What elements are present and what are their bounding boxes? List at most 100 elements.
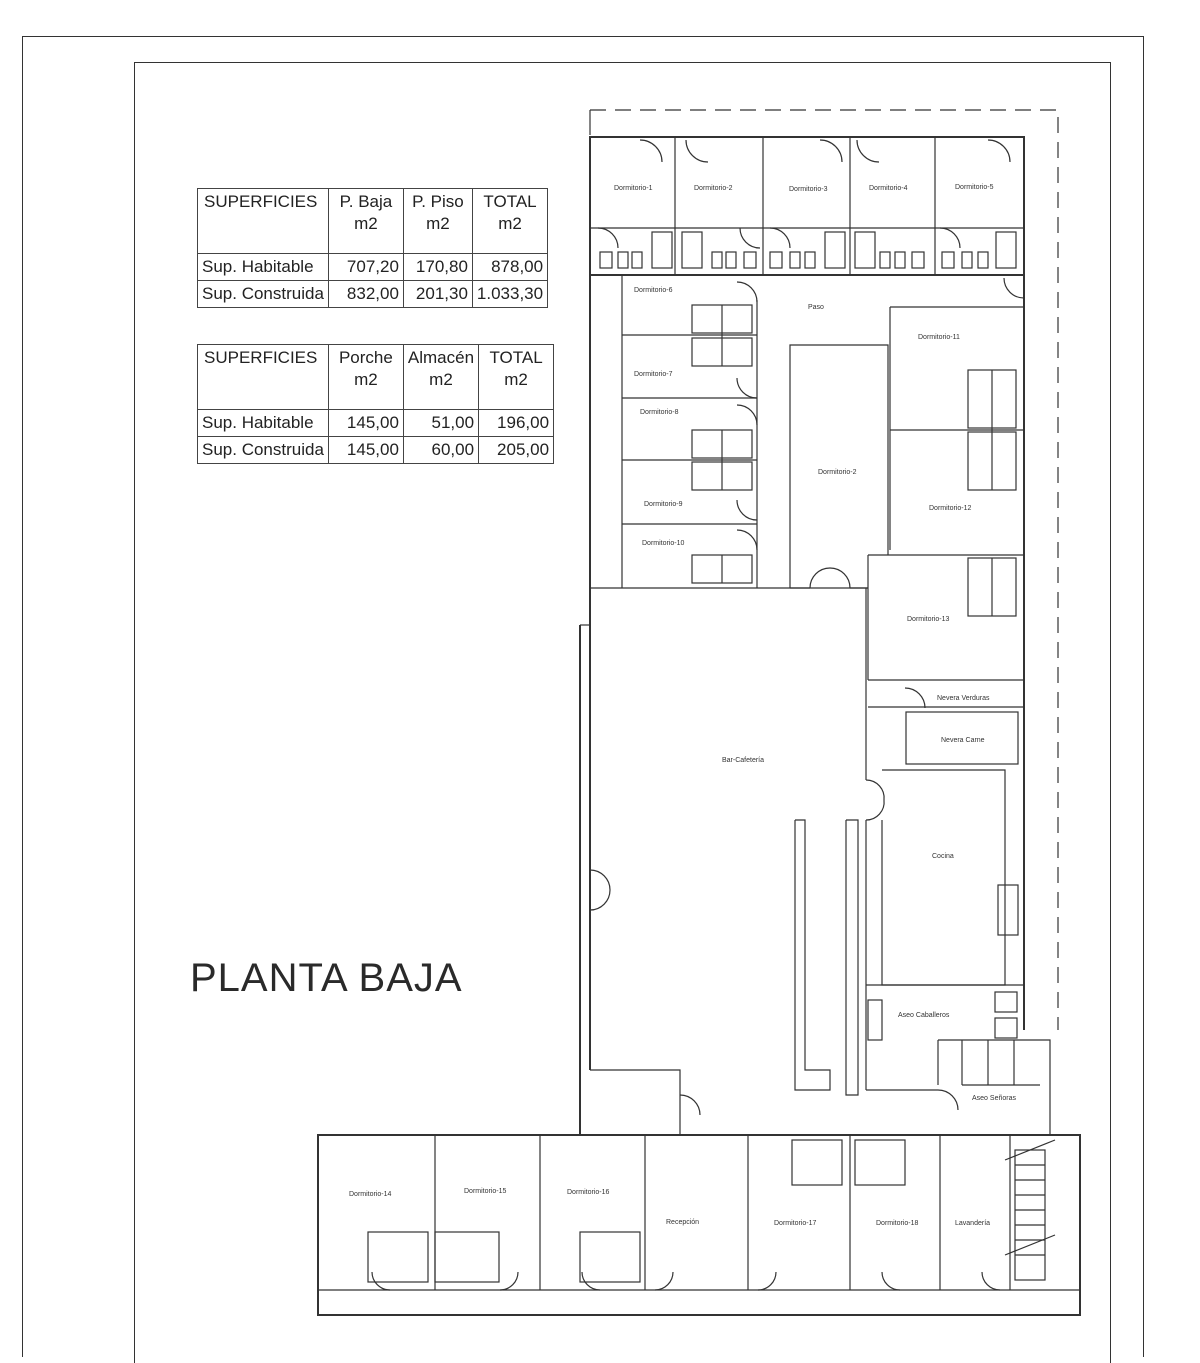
door-arc: [685, 139, 709, 163]
door-arc: [654, 1271, 674, 1291]
room-label: Dormitorio-13: [907, 616, 950, 623]
table-row: Sup. Construida 145,00 60,00 205,00: [197, 436, 555, 464]
room-label: Dormitorio-14: [349, 1191, 392, 1198]
room-label: Dormitorio-1: [614, 185, 653, 192]
cell-value: 145,00: [327, 409, 404, 437]
cell-value: 878,00: [471, 253, 549, 281]
fixture: [725, 251, 737, 269]
room-label: Dormitorio-8: [640, 409, 679, 416]
door-arc: [639, 139, 663, 163]
fixture: [617, 251, 629, 269]
room-label: Dormitorio-2: [818, 469, 857, 476]
wall: [938, 1039, 1051, 1135]
bath-block: [854, 1139, 906, 1186]
room-label: Dormitorio-15: [464, 1188, 507, 1195]
fixture: [997, 884, 1019, 936]
room-label: Cocina: [932, 853, 954, 860]
outer-frame: [22, 36, 1144, 1357]
fixture: [743, 251, 757, 269]
stair-break: [1004, 1139, 1056, 1161]
porch-outline: [590, 109, 1059, 1030]
fixture: [894, 251, 906, 269]
nevera-carne: [905, 711, 1019, 765]
door-arc: [757, 1271, 777, 1291]
cell-value: 51,00: [402, 409, 480, 437]
bar-counter: [845, 819, 859, 1096]
door-arc: [736, 404, 758, 426]
door-arc: [856, 139, 880, 163]
plan-title: PLANTA BAJA: [190, 956, 463, 1000]
door-arc: [939, 227, 961, 249]
door-arc: [597, 227, 619, 249]
cell-value: 170,80: [402, 253, 473, 281]
bath-block: [434, 1231, 500, 1283]
door-arc: [736, 377, 758, 399]
inner-frame: [134, 62, 1111, 1363]
room-label: Aseo Señoras: [972, 1095, 1016, 1102]
room-label: Dormitorio-16: [567, 1189, 610, 1196]
stairs: [1014, 1149, 1046, 1281]
wall: [789, 344, 889, 588]
cell-value: 1.033,30: [471, 280, 549, 308]
fixture: [879, 251, 891, 269]
bath-block: [367, 1231, 429, 1283]
room-label: Dormitorio-4: [869, 185, 908, 192]
room-label: Recepción: [666, 1219, 699, 1226]
fixture: [867, 999, 883, 1041]
door-arc: [679, 1094, 701, 1116]
wall-kitchen: [881, 769, 1006, 986]
room-label: Dormitorio-10: [642, 540, 685, 547]
room-label: Dormitorio-3: [789, 186, 828, 193]
room-label: Dormitorio-11: [918, 334, 960, 341]
header-text: SUPERFICIES: [204, 348, 318, 367]
room-label: Dormitorio-18: [876, 1220, 919, 1227]
wall-top-block: [589, 136, 1025, 276]
wall-bottom-wing: [317, 1134, 1081, 1316]
header-cell: SUPERFICIES: [197, 188, 329, 254]
room-label: Bar-Cafetería: [722, 757, 764, 764]
door-arc: [981, 1271, 1001, 1291]
fixture: [789, 251, 801, 269]
room-label: Dormitorio-7: [634, 371, 673, 378]
fixture: [911, 251, 925, 269]
door-arc: [937, 1089, 959, 1111]
door-arc: [1003, 277, 1025, 299]
door-arc: [736, 529, 758, 551]
room-label: Nevera Carne: [941, 737, 985, 744]
fixture: [961, 251, 973, 269]
room-labels: Dormitorio-1 Dormitorio-2 Dormitorio-3 D…: [349, 184, 1016, 1227]
door-arc: [581, 1271, 601, 1291]
bath-block: [791, 1139, 843, 1186]
door-arc: [881, 1271, 901, 1291]
table-row: Sup. Habitable 145,00 51,00 196,00: [197, 409, 555, 437]
bar-counter: [794, 819, 831, 1091]
room-label: Lavandería: [955, 1220, 990, 1227]
door-arc: [736, 499, 758, 521]
room-label: Dormitorio-6: [634, 287, 673, 294]
room-label: Dormitorio-5: [955, 184, 994, 191]
fixture: [681, 231, 703, 269]
fixture: [769, 251, 783, 269]
cell-value: 60,00: [402, 436, 480, 464]
room-label: Dormitorio-9: [644, 501, 683, 508]
fixture: [711, 251, 723, 269]
fixture: [854, 231, 876, 269]
door-arc: [987, 139, 1011, 163]
room-label: Paso: [808, 304, 824, 311]
row-label: Sup. Habitable: [197, 253, 329, 281]
room-label: Dormitorio-2: [694, 185, 733, 192]
door-arc: [809, 567, 831, 589]
door-arc: [904, 687, 926, 709]
table-row: Sup. Construida 832,00 201,30 1.033,30: [197, 280, 549, 308]
fixture: [977, 251, 989, 269]
wall: [590, 1069, 681, 1135]
